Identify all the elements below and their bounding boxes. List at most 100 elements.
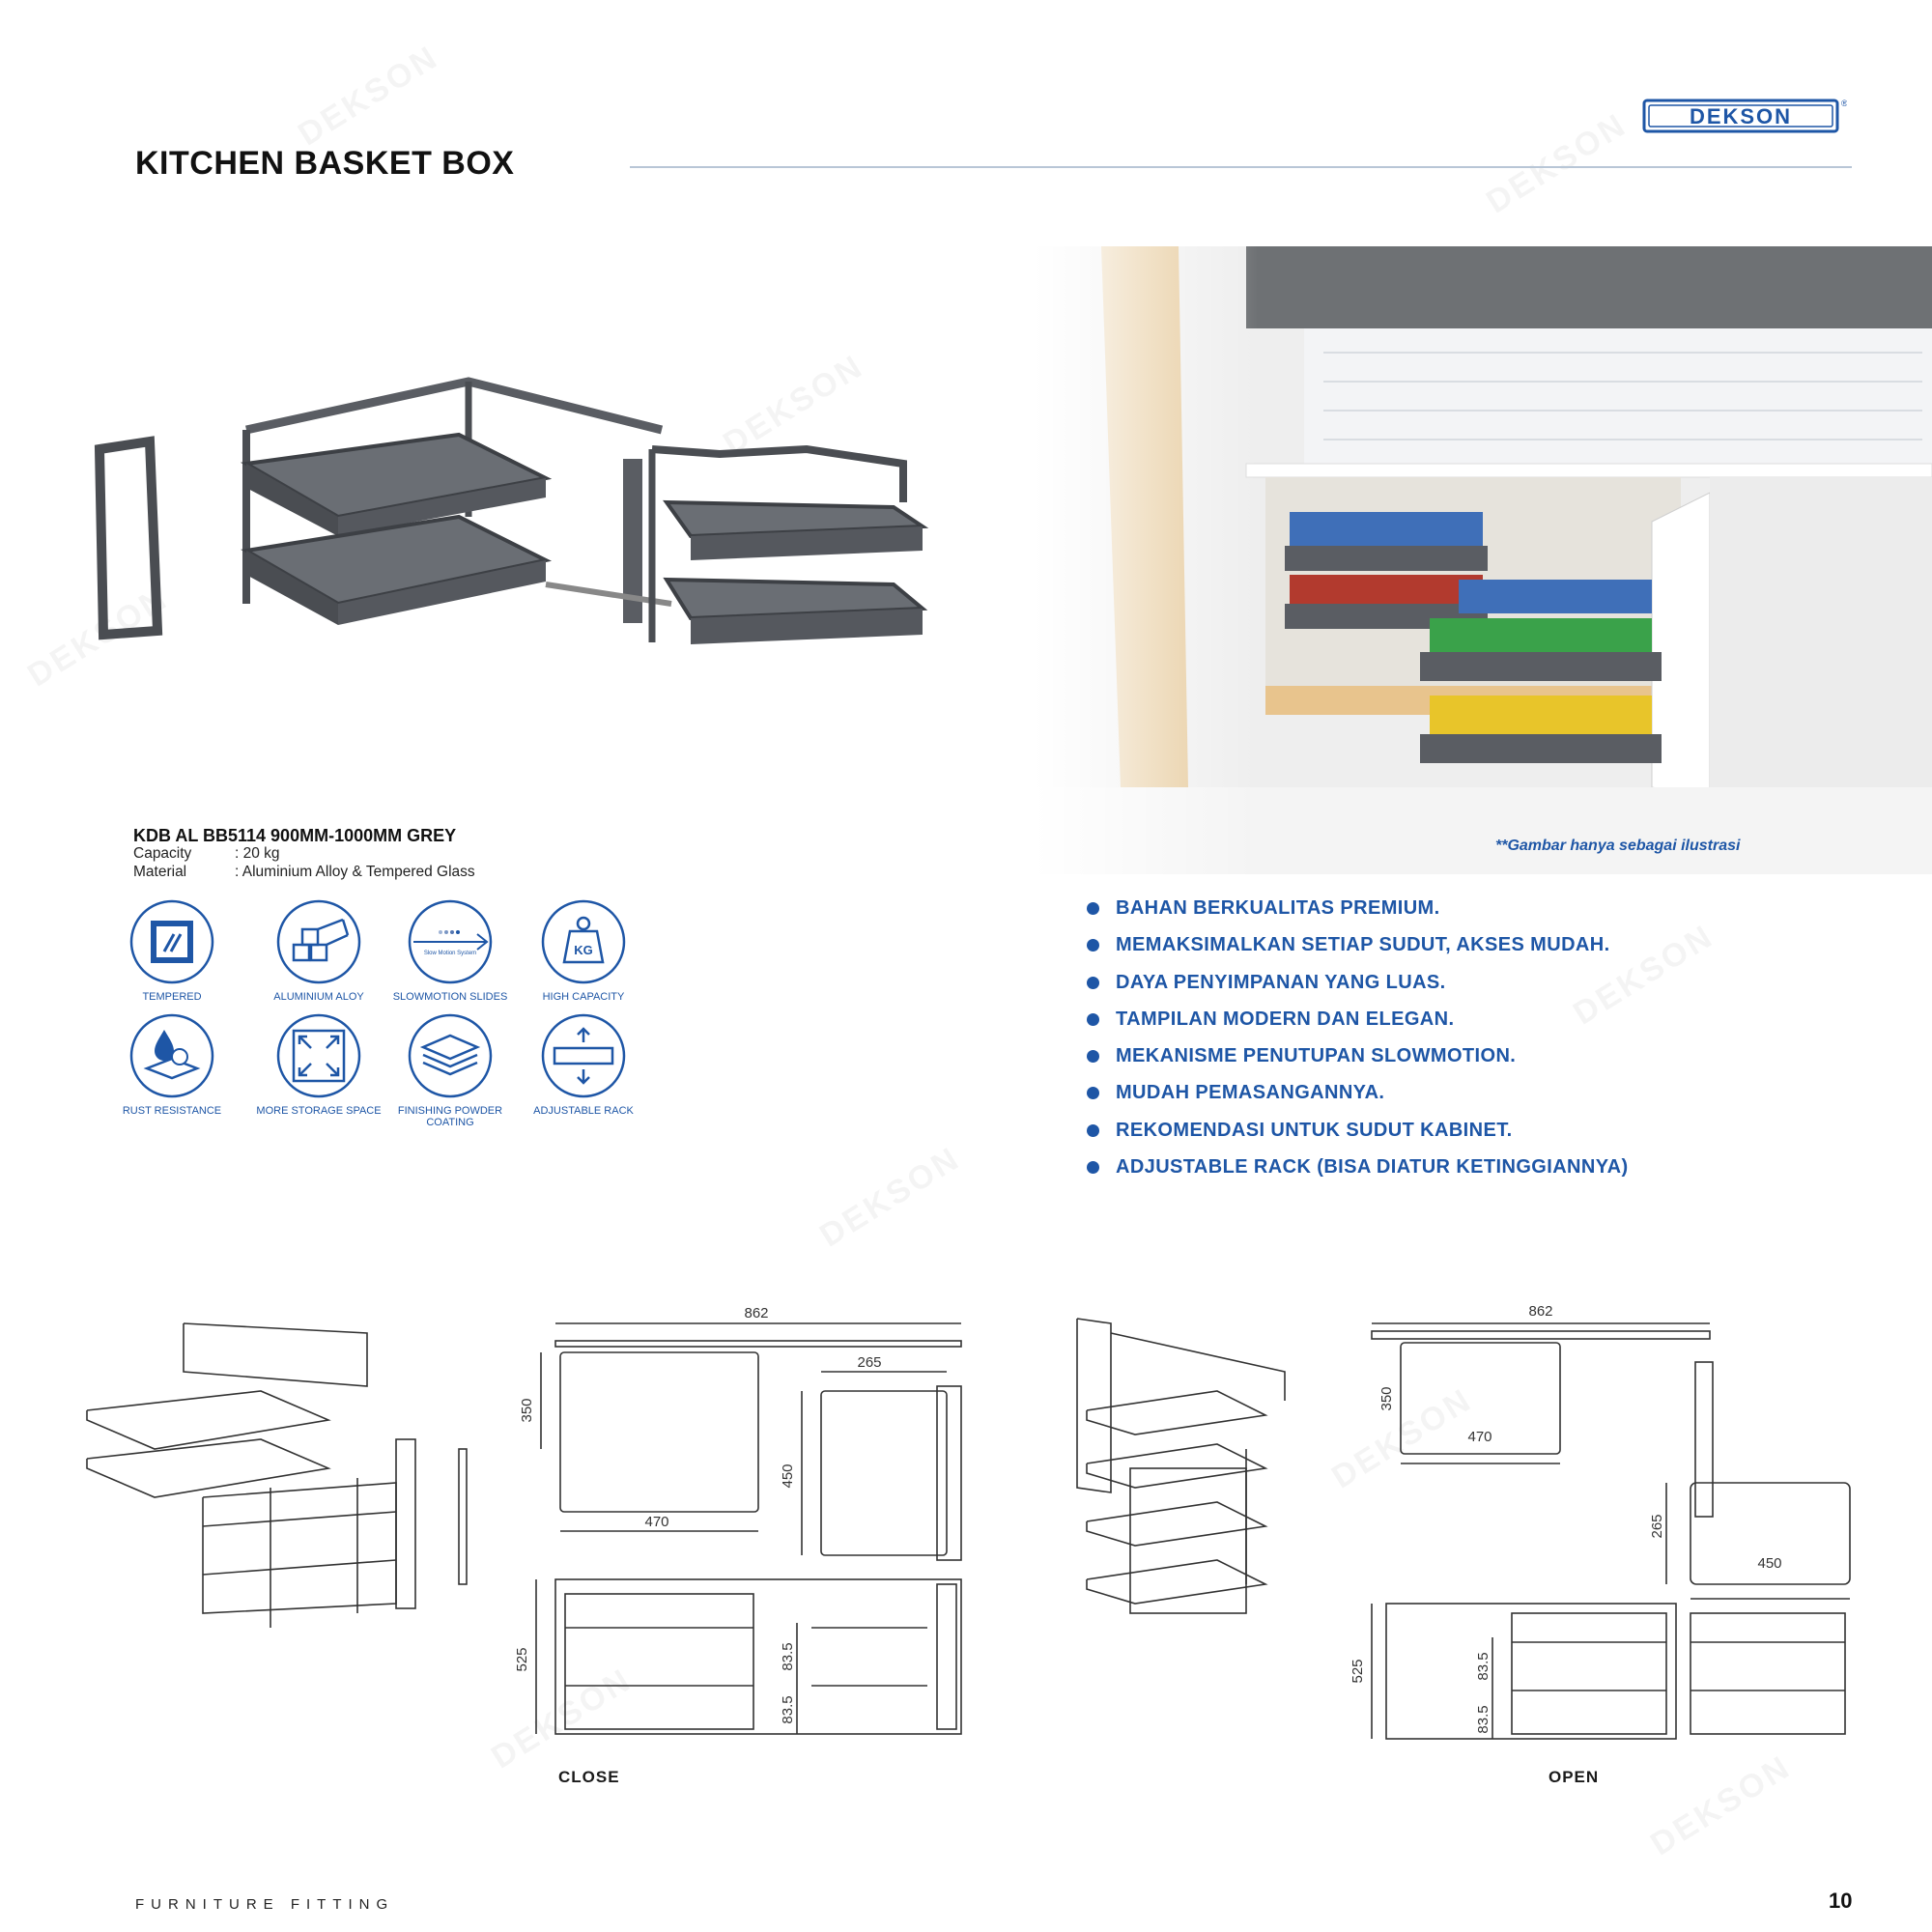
spec-label: Capacity xyxy=(133,845,192,862)
dim-side-width: 450 xyxy=(1757,1555,1781,1572)
dekson-logo: DEKSON ® xyxy=(1642,99,1847,133)
bullet-text: TAMPILAN MODERN DAN ELEGAN. xyxy=(1116,1008,1455,1030)
photo-disclaimer: **Gambar hanya sebagai ilustrasi xyxy=(1495,838,1741,854)
watermark: DEKSON xyxy=(813,1140,967,1256)
svg-text:®: ® xyxy=(1841,99,1847,108)
feature-caption: SLOWMOTION SLIDES xyxy=(392,991,508,1003)
feature-coating: FINISHING POWDER COATING xyxy=(384,1012,516,1128)
open-label: OPEN xyxy=(1548,1768,1600,1786)
bullet-text: MUDAH PEMASANGANNYA. xyxy=(1116,1082,1385,1104)
page-number: 10 xyxy=(1829,1889,1853,1913)
footer-category: FURNITURE FITTING xyxy=(135,1896,395,1913)
kitchen-photo xyxy=(1034,246,1932,874)
spec-value: : Aluminium Alloy & Tempered Glass xyxy=(235,864,475,880)
weight-kg-icon: KG xyxy=(541,899,626,984)
dim-height: 525 xyxy=(514,1647,530,1671)
bullet-dot-icon xyxy=(1087,1012,1099,1026)
dim-side-width: 265 xyxy=(857,1354,881,1371)
dim-height: 525 xyxy=(1350,1659,1366,1683)
right-basket-upper xyxy=(663,499,929,560)
expand-arrows-icon xyxy=(276,1013,361,1098)
close-technical-drawing: 862 350 470 265 450 525 83.5 83.5 xyxy=(86,1305,962,1735)
watermark: DEKSON xyxy=(292,39,445,155)
dim-side-depth: 450 xyxy=(780,1463,796,1488)
spec-material: Material : Aluminium Alloy & Tempered Gla… xyxy=(133,864,475,881)
dim-shelf-gap: 83.5 xyxy=(780,1642,796,1670)
bullet-item: MEMAKSIMALKAN SETIAP SUDUT, AKSES MUDAH. xyxy=(1087,930,1629,967)
bullet-item: REKOMENDASI UNTUK SUDUT KABINET. xyxy=(1087,1116,1629,1152)
dim-shelf-gap: 83.5 xyxy=(780,1695,796,1723)
feature-slowmotion: Slow Motion System SLOWMOTION SLIDES xyxy=(384,898,516,1003)
dim-depth: 350 xyxy=(1378,1386,1395,1410)
bullet-text: REKOMENDASI UNTUK SUDUT KABINET. xyxy=(1116,1119,1513,1141)
dim-basket-width: 470 xyxy=(1467,1429,1492,1445)
watermark: DEKSON xyxy=(1480,106,1634,222)
dim-shelf-gap: 83.5 xyxy=(1475,1652,1492,1680)
bullet-dot-icon xyxy=(1087,902,1099,915)
title-divider xyxy=(630,166,1852,168)
svg-text:KG: KG xyxy=(574,943,593,957)
bullet-item: ADJUSTABLE RACK (BISA DIATUR KETINGGIANN… xyxy=(1087,1152,1629,1189)
open-isometric-view xyxy=(1076,1318,1286,1614)
bullet-dot-icon xyxy=(1087,1123,1099,1137)
slow-motion-icon: Slow Motion System xyxy=(408,899,493,984)
spec-label: Material xyxy=(133,864,187,880)
open-plan-view xyxy=(1371,1322,1851,1600)
feature-adjustable: ADJUSTABLE RACK xyxy=(518,1012,649,1117)
dim-side-depth: 265 xyxy=(1649,1514,1665,1538)
bullet-item: DAYA PENYIMPANAN YANG LUAS. xyxy=(1087,968,1629,1005)
feature-rust: RUST RESISTANCE xyxy=(106,1012,238,1117)
bullet-item: BAHAN BERKUALITAS PREMIUM. xyxy=(1087,894,1629,930)
feature-caption: ADJUSTABLE RACK xyxy=(533,1105,634,1117)
bullet-item: MUDAH PEMASANGANNYA. xyxy=(1087,1078,1629,1115)
bullet-dot-icon xyxy=(1087,1087,1099,1100)
feature-aluminium: ALUMINIUM ALOY xyxy=(253,898,384,1003)
tempered-glass-icon xyxy=(129,899,214,984)
right-basket-lower xyxy=(663,577,928,644)
watermark: DEKSON xyxy=(1644,1748,1798,1864)
bullet-text: ADJUSTABLE RACK (BISA DIATUR KETINGGIANN… xyxy=(1116,1156,1629,1179)
close-label: CLOSE xyxy=(558,1768,620,1786)
open-technical-drawing: 862 350 470 265 450 525 83.5 83.5 xyxy=(1076,1303,1851,1740)
svg-text:Slow Motion System: Slow Motion System xyxy=(424,951,476,956)
feature-storage: MORE STORAGE SPACE xyxy=(253,1012,384,1117)
bullet-dot-icon xyxy=(1087,939,1099,952)
bullet-dot-icon xyxy=(1087,976,1099,989)
adjust-rack-icon xyxy=(541,1013,626,1098)
feature-capacity: KG HIGH CAPACITY xyxy=(518,898,649,1003)
dim-depth: 350 xyxy=(519,1398,535,1422)
feature-caption: RUST RESISTANCE xyxy=(122,1105,222,1117)
bullet-text: MEMAKSIMALKAN SETIAP SUDUT, AKSES MUDAH. xyxy=(1116,934,1610,956)
feature-caption: MORE STORAGE SPACE xyxy=(256,1105,382,1117)
close-front-view xyxy=(535,1578,962,1735)
product-name: KDB AL BB5114 900MM-1000MM GREY xyxy=(133,826,457,845)
feature-bullets: BAHAN BERKUALITAS PREMIUM. MEMAKSIMALKAN… xyxy=(1087,894,1629,1189)
dim-width-total: 862 xyxy=(1528,1303,1552,1320)
close-plan-view xyxy=(540,1322,962,1561)
bullet-text: MEKANISME PENUTUPAN SLOWMOTION. xyxy=(1116,1045,1517,1067)
product-render xyxy=(94,377,929,644)
left-basket-upper xyxy=(240,432,553,536)
svg-text:DEKSON: DEKSON xyxy=(1690,104,1792,128)
left-basket-lower xyxy=(241,514,553,625)
bullet-dot-icon xyxy=(1087,1161,1099,1175)
bullet-text: DAYA PENYIMPANAN YANG LUAS. xyxy=(1116,971,1446,993)
feature-caption: FINISHING POWDER COATING xyxy=(397,1105,503,1128)
open-front-view xyxy=(1371,1603,1846,1740)
feature-caption: ALUMINIUM ALOY xyxy=(273,991,364,1003)
bullet-text: BAHAN BERKUALITAS PREMIUM. xyxy=(1116,897,1440,919)
feature-tempered: TEMPERED xyxy=(106,898,238,1003)
bullet-dot-icon xyxy=(1087,1050,1099,1064)
dim-shelf-gap: 83.5 xyxy=(1475,1705,1492,1733)
rust-drop-icon xyxy=(129,1013,214,1098)
spec-capacity: Capacity : 20 kg xyxy=(133,845,280,863)
bullet-item: MEKANISME PENUTUPAN SLOWMOTION. xyxy=(1087,1041,1629,1078)
page-title: KITCHEN BASKET BOX xyxy=(135,145,515,182)
dim-basket-width: 470 xyxy=(644,1514,668,1530)
feature-caption: TEMPERED xyxy=(142,991,202,1003)
aluminium-profile-icon xyxy=(276,899,361,984)
spec-value: : 20 kg xyxy=(235,845,280,862)
feature-caption: HIGH CAPACITY xyxy=(542,991,625,1003)
dim-width-total: 862 xyxy=(744,1305,768,1321)
close-isometric-view xyxy=(86,1322,468,1628)
